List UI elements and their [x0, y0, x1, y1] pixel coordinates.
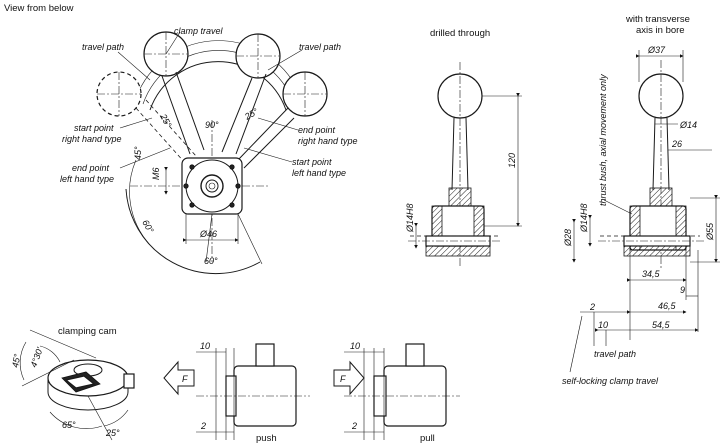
- cam-dim-4-30: 4°30': [28, 346, 44, 369]
- dim-angle-25-left: 25°: [158, 111, 174, 129]
- start-point-right-1: start point: [74, 123, 114, 133]
- dim-120: 120: [507, 153, 517, 168]
- dim-angle-25-right: 25°: [242, 106, 260, 122]
- dim-d28: Ø28: [563, 229, 573, 247]
- view-drilled-through: drilled through 120 Ø14H8: [405, 28, 522, 268]
- cam-dim-45: 45°: [10, 353, 22, 369]
- view-push: F 10 2 push: [163, 341, 310, 444]
- start-point-left-1: start point: [292, 157, 332, 167]
- pull-dim-2: 2: [351, 421, 357, 431]
- end-point-left-1: end point: [72, 163, 110, 173]
- view-pull: F 10 2 pull: [333, 341, 460, 444]
- end-point-right-2: right hand type: [298, 136, 358, 146]
- dim-26: 26: [671, 139, 682, 149]
- dim-d14h8-a: Ø14H8: [405, 203, 415, 233]
- push-dim-10: 10: [200, 341, 210, 351]
- view-clamping-cam: clamping cam 45° 4°30' 65° 25°: [10, 326, 135, 441]
- pull-force-label: F: [340, 374, 346, 384]
- dim-angle-60-bottom: 60°: [204, 256, 218, 266]
- cam-title: clamping cam: [58, 326, 117, 337]
- push-label: push: [256, 433, 277, 444]
- view-transverse-axis: with transverse axis in bore Ø37 Ø14 26 …: [562, 14, 720, 386]
- cam-dim-25: 25°: [105, 428, 120, 438]
- clamp-travel-label: clamp travel: [174, 26, 224, 36]
- dim-9: 9: [680, 285, 685, 295]
- dim-d14h8-b: Ø14H8: [579, 203, 589, 233]
- dim-34-5: 34,5: [642, 269, 661, 279]
- dim-m6: M6: [151, 167, 161, 180]
- thrust-bush-label: thrust bush, axial movement only: [598, 74, 608, 206]
- transverse-title-2: axis in bore: [636, 25, 685, 36]
- transverse-title-1: with transverse: [625, 14, 690, 25]
- dim-d37: Ø37: [647, 45, 666, 55]
- dim-46-5: 46,5: [658, 301, 677, 311]
- start-point-right-2: right hand type: [62, 134, 122, 144]
- push-dim-2: 2: [200, 421, 206, 431]
- dim-54-5: 54,5: [652, 320, 671, 330]
- dim-2-right: 2: [589, 302, 595, 312]
- view-from-below: View from below: [4, 3, 358, 275]
- dim-d46: Ø46: [199, 229, 217, 239]
- dim-10-right: 10: [598, 320, 608, 330]
- end-point-left-2: left hand type: [60, 174, 114, 184]
- self-locking-label: self-locking clamp travel: [562, 376, 659, 386]
- travel-path-right-label: travel path: [299, 42, 341, 52]
- dim-angle-45: 45°: [133, 146, 143, 160]
- dim-d14: Ø14: [679, 120, 697, 130]
- travel-path-bottom-label: travel path: [594, 349, 636, 359]
- drilled-title: drilled through: [430, 28, 490, 39]
- cam-dim-65: 65°: [62, 420, 76, 430]
- dim-angle-90: 90°: [205, 120, 219, 130]
- pull-dim-10: 10: [350, 341, 360, 351]
- pull-label: pull: [420, 433, 435, 444]
- end-point-right-1: end point: [298, 125, 336, 135]
- view-below-title: View from below: [4, 3, 74, 14]
- start-point-left-2: left hand type: [292, 168, 346, 178]
- travel-path-left-label: travel path: [82, 42, 124, 52]
- push-force-label: F: [182, 374, 188, 384]
- dim-angle-60-left: 60°: [140, 218, 156, 235]
- dim-d55: Ø55: [705, 222, 715, 241]
